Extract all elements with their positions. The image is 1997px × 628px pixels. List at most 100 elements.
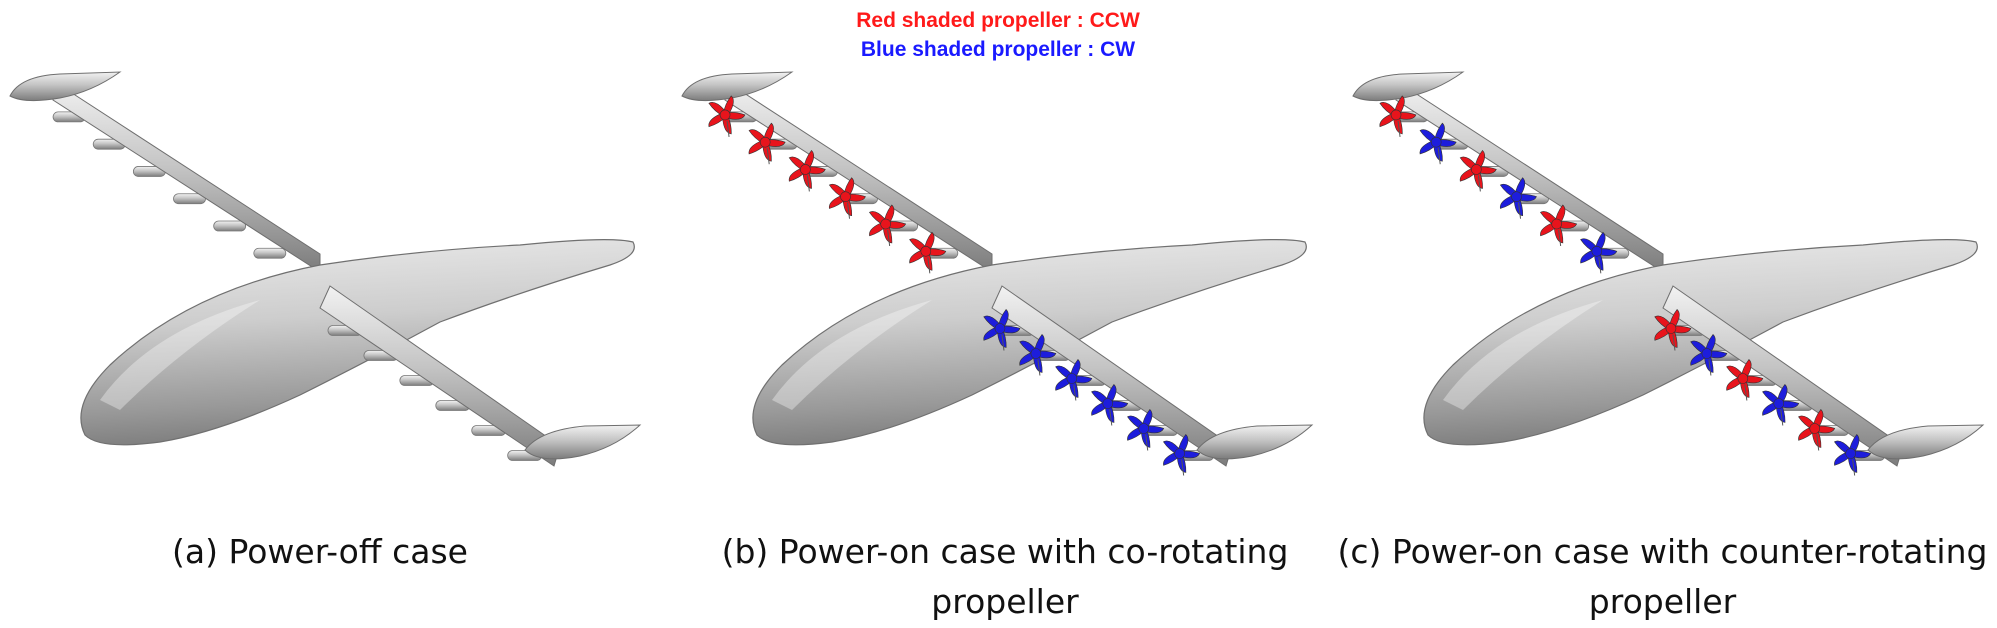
propeller-cw bbox=[1499, 177, 1537, 219]
propeller-shaft bbox=[766, 148, 770, 165]
aircraft-a bbox=[9, 71, 642, 467]
caption-c: (c) Power-on case with counter-rotating … bbox=[1337, 532, 1988, 621]
aircraft-b-svg bbox=[681, 71, 1314, 476]
propeller-legend: Red shaded propeller : CCW Blue shaded p… bbox=[698, 6, 1298, 64]
propeller-shaft bbox=[1477, 175, 1481, 192]
far-wing-nacelle bbox=[253, 247, 287, 259]
propeller-hub bbox=[1511, 191, 1522, 203]
propeller-shaft bbox=[1672, 334, 1676, 351]
propeller-hub bbox=[800, 164, 811, 175]
propeller-shaft bbox=[927, 257, 931, 274]
fuselage-highlight bbox=[1443, 300, 1603, 410]
propeller-cw bbox=[1419, 122, 1457, 165]
propeller-cw bbox=[1163, 434, 1201, 476]
propeller-hub bbox=[1701, 348, 1713, 359]
far-wing bbox=[52, 81, 321, 273]
propeller-hub bbox=[1471, 164, 1482, 175]
propeller-hub bbox=[994, 323, 1006, 334]
propeller-shaft bbox=[1437, 148, 1441, 165]
propeller-cw bbox=[1762, 384, 1800, 426]
propeller-ccw bbox=[1798, 409, 1836, 451]
propeller-shaft bbox=[726, 120, 730, 137]
propeller-hub bbox=[1138, 423, 1150, 434]
aircraft-b bbox=[681, 71, 1314, 476]
propeller-shaft bbox=[847, 202, 851, 219]
panel-b-aircraft bbox=[672, 60, 1332, 520]
propeller-hub bbox=[1773, 398, 1785, 409]
propeller-hub bbox=[1390, 109, 1402, 121]
propeller-shaft bbox=[1816, 434, 1820, 451]
propeller-cw bbox=[1834, 434, 1872, 476]
legend-ccw: Red shaded propeller : CCW bbox=[856, 9, 1140, 32]
propeller-shaft bbox=[887, 229, 891, 247]
propeller-shaft bbox=[1518, 202, 1522, 219]
propeller-hub bbox=[920, 245, 932, 257]
aircraft-c bbox=[1352, 71, 1985, 476]
propeller-hub bbox=[880, 218, 891, 230]
propeller-shaft bbox=[1708, 359, 1712, 376]
propeller-shaft bbox=[1598, 257, 1602, 274]
aircraft-a-svg bbox=[9, 71, 642, 467]
near-wing bbox=[1662, 285, 1904, 467]
propeller-cw bbox=[983, 309, 1021, 351]
propeller-hub bbox=[1845, 448, 1856, 459]
propeller-hub bbox=[1809, 423, 1821, 434]
far-wingtip-pod bbox=[9, 71, 122, 102]
propeller-cw bbox=[1091, 384, 1129, 426]
propeller-hub bbox=[1030, 348, 1042, 359]
aircraft-c-svg bbox=[1352, 71, 1985, 476]
legend-cw: Blue shaded propeller : CW bbox=[860, 38, 1136, 61]
propeller-ccw bbox=[1654, 309, 1692, 351]
near-wingtip-pod bbox=[524, 424, 642, 460]
propeller-ccw bbox=[909, 231, 947, 274]
propeller-shaft bbox=[1109, 409, 1113, 426]
propeller-ccw bbox=[748, 122, 786, 165]
propeller-ccw bbox=[1540, 204, 1578, 247]
propeller-cw bbox=[1690, 334, 1728, 376]
propeller-hub bbox=[840, 191, 851, 203]
propeller-hub bbox=[1737, 373, 1749, 384]
panel-a-aircraft bbox=[0, 60, 660, 520]
propeller-shaft bbox=[1558, 229, 1562, 247]
propeller-hub bbox=[1665, 323, 1677, 334]
propeller-cw bbox=[1127, 409, 1165, 451]
propeller-cw bbox=[1580, 231, 1618, 274]
near-wingtip-pod bbox=[1867, 424, 1985, 460]
propeller-shaft bbox=[1744, 384, 1748, 401]
near-wing bbox=[991, 285, 1233, 467]
propeller-hub bbox=[1066, 373, 1078, 384]
propeller-ccw bbox=[788, 149, 826, 192]
near-wingtip-pod bbox=[1196, 424, 1314, 460]
propeller-shaft bbox=[806, 175, 810, 192]
propeller-hub bbox=[1430, 136, 1442, 148]
fuselage-highlight bbox=[100, 300, 260, 410]
near-wing bbox=[319, 285, 561, 467]
propeller-ccw bbox=[828, 177, 866, 219]
propeller-hub bbox=[1174, 448, 1185, 459]
far-wingtip-pod bbox=[681, 71, 794, 102]
propeller-shaft bbox=[1780, 409, 1784, 426]
far-wingtip-pod bbox=[1352, 71, 1465, 102]
propeller-cw bbox=[1019, 334, 1057, 376]
far-wing-nacelle bbox=[213, 220, 247, 232]
propeller-shaft bbox=[1037, 359, 1041, 376]
propeller-shaft bbox=[1852, 459, 1856, 476]
caption-a: (a) Power-off case bbox=[172, 532, 468, 571]
caption-b: (b) Power-on case with co-rotating prope… bbox=[721, 532, 1289, 621]
propeller-hub bbox=[1551, 218, 1562, 230]
propeller-shaft bbox=[1181, 459, 1185, 476]
propeller-hub bbox=[719, 109, 731, 121]
propeller-ccw bbox=[1379, 95, 1417, 137]
propeller-shaft bbox=[1001, 334, 1005, 351]
far-wing bbox=[1395, 81, 1664, 273]
propeller-hub bbox=[1102, 398, 1114, 409]
fuselage bbox=[752, 239, 1307, 446]
propeller-ccw bbox=[869, 204, 907, 247]
propeller-ccw bbox=[708, 95, 746, 137]
propeller-ccw bbox=[1726, 359, 1764, 401]
propeller-hub bbox=[759, 136, 771, 148]
propeller-ccw bbox=[1459, 149, 1497, 192]
fuselage bbox=[1423, 239, 1978, 446]
propeller-shaft bbox=[1073, 384, 1077, 401]
fuselage bbox=[80, 239, 635, 446]
